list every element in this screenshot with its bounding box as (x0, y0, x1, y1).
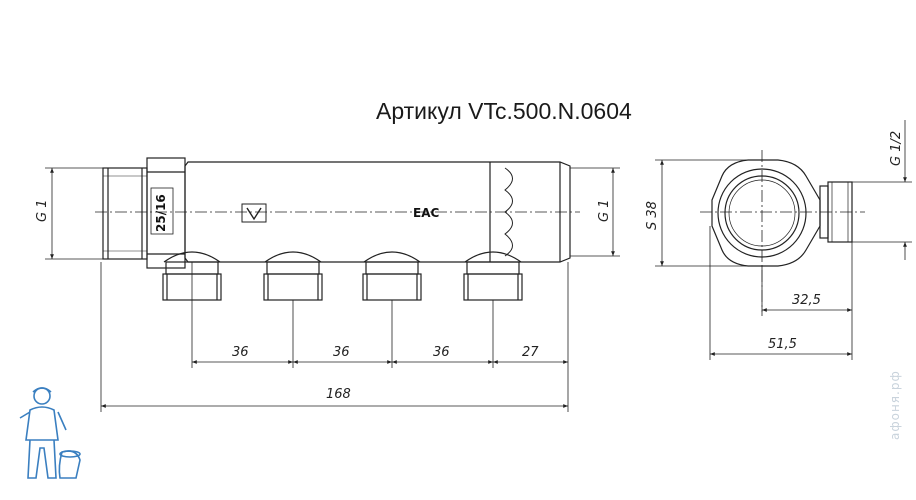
dim-outlet-offset (761, 242, 853, 360)
dim-outlet-offset-label: 32,5 (792, 293, 821, 308)
dim-overall-length-label: 168 (326, 387, 351, 402)
dim-right-thread (570, 167, 620, 257)
dim-hex-size (655, 159, 750, 267)
outlet-3 (362, 251, 422, 301)
dim-end-offset: 27 (522, 345, 539, 360)
side-view (700, 150, 865, 312)
outlet-4 (463, 251, 523, 301)
dim-overall-depth-label: 51,5 (768, 337, 797, 352)
dim-right-thread-label: G 1 (597, 200, 612, 222)
left-thread-nipple (102, 167, 148, 260)
brand-logo-icon (241, 203, 267, 223)
dim-pitch (191, 262, 569, 412)
site-watermark: афоня.рф (888, 370, 902, 440)
dim-left-thread-label: G 1 (35, 200, 50, 222)
dim-outlet-thread (852, 120, 912, 260)
manifold-body (184, 161, 571, 263)
dim-pitch-2: 36 (333, 345, 350, 360)
size-stamp: 25/16 (154, 194, 168, 232)
plumber-mascot-icon (19, 387, 81, 479)
dim-hex-size-label: S 38 (645, 201, 660, 230)
dim-outlet-thread-label: G 1/2 (889, 131, 904, 166)
dim-overall-length (100, 262, 568, 412)
front-view (95, 157, 580, 301)
dim-pitch-1: 36 (232, 345, 249, 360)
dim-overall-depth (709, 226, 852, 360)
eac-mark: EAC (413, 206, 439, 220)
dim-left-thread (45, 167, 103, 260)
dim-pitch-3: 36 (433, 345, 450, 360)
outlet-2 (263, 251, 323, 301)
outlets (162, 251, 523, 301)
article-title: Артикул VTc.500.N.0604 (376, 98, 632, 124)
